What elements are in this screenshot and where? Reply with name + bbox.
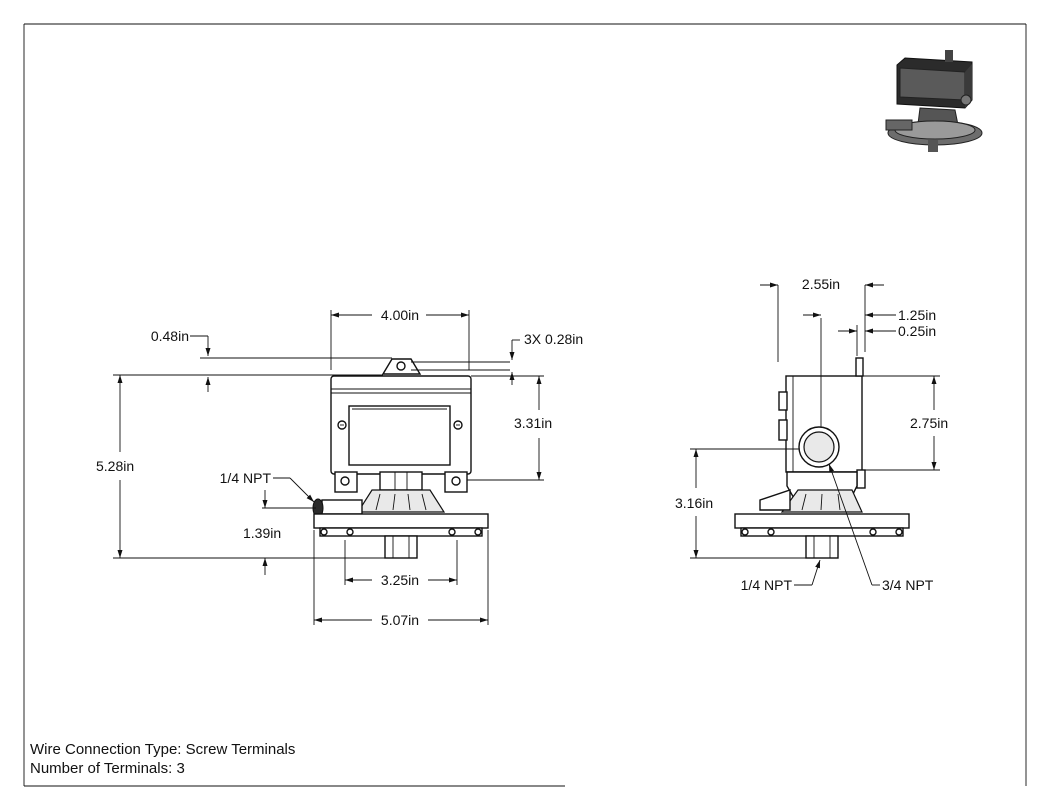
side-dimensions (690, 282, 940, 586)
dim-bolt-spacing: 3.25in (381, 572, 419, 588)
isometric-thumbnail (885, 50, 983, 152)
dim-lug-height: 0.48in (151, 328, 189, 344)
dim-overall-height: 5.28in (96, 458, 134, 474)
dim-side-box-height: 2.75in (910, 415, 948, 431)
wire-connection-note: Wire Connection Type: Screw Terminals (30, 741, 296, 758)
terminals-note: Number of Terminals: 3 (30, 760, 185, 777)
front-dimension-labels: 4.00in 0.48in 3X 0.28in 3.31in 5.28in 1/… (96, 307, 583, 628)
dim-hole-dia: 3X 0.28in (524, 331, 583, 347)
dim-offset-b: 0.25in (898, 323, 936, 339)
dim-conduit-height: 3.16in (675, 495, 713, 511)
dim-port-height: 1.39in (243, 525, 281, 541)
sheet-border (23, 23, 1027, 787)
drawing-notes: Wire Connection Type: Screw Terminals Nu… (30, 740, 295, 778)
side-port-label: 1/4 NPT (741, 577, 793, 593)
conduit-label: 3/4 NPT (882, 577, 934, 593)
front-dimensions (113, 310, 544, 625)
side-view (734, 357, 910, 559)
side-dimension-labels: 2.55in 1.25in 0.25in 2.75in 3.16in 1/4 N… (675, 276, 948, 593)
dim-width-top: 4.00in (381, 307, 419, 323)
dim-base-width: 5.07in (381, 612, 419, 628)
dim-box-height: 3.31in (514, 415, 552, 431)
front-view (312, 358, 489, 559)
dim-offset-a: 1.25in (898, 307, 936, 323)
dim-depth: 2.55in (802, 276, 840, 292)
front-port-label: 1/4 NPT (220, 470, 272, 486)
